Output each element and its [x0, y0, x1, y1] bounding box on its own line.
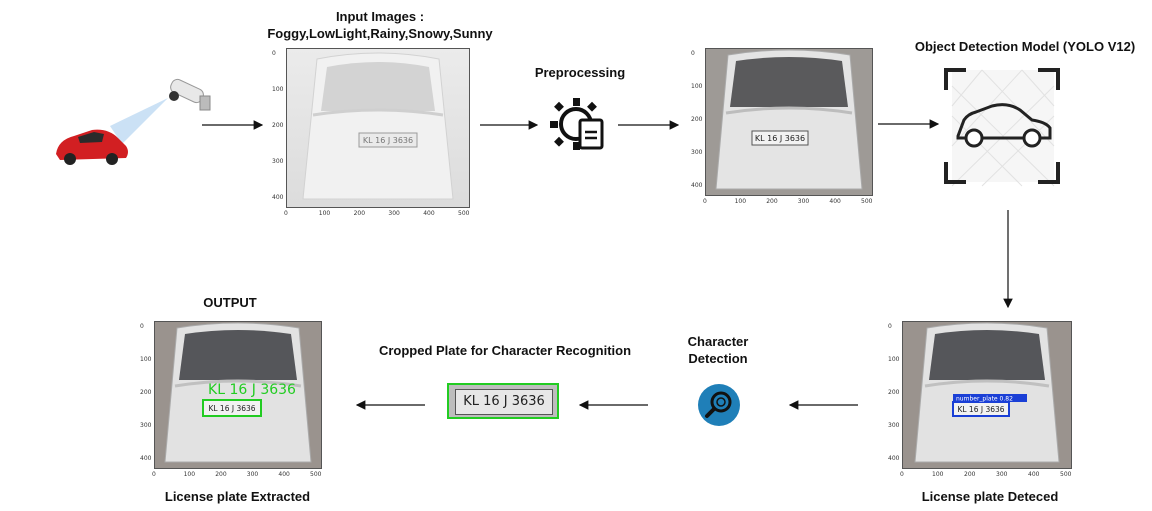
preprocessed-plate-text: KL 16 J 3636 — [755, 134, 805, 143]
camera-scene — [50, 68, 211, 178]
detected-xtick: 100 — [932, 471, 944, 478]
input-xtick: 200 — [353, 210, 366, 217]
preprocessed-ytick: 200 — [691, 116, 703, 123]
detected-ytick: 400 — [888, 455, 900, 462]
cropped-plate-image: KL 16 J 3636 — [447, 383, 559, 419]
output-plate-text: KL 16 J 3636 — [208, 404, 255, 413]
input-ytick: 400 — [272, 194, 284, 201]
output-xtick: 400 — [278, 471, 290, 478]
detected-ytick: 300 — [888, 422, 900, 429]
object-detection-label: Object Detection Model (YOLO V12) — [914, 39, 1136, 54]
output-ytick: 100 — [140, 356, 152, 363]
input-title: Input Images : Foggy,LowLight,Rainy,Snow… — [245, 8, 515, 42]
output-ytick: 0 — [140, 323, 144, 330]
input-xtick: 500 — [458, 210, 470, 217]
search-magnifier-icon — [698, 384, 740, 426]
preprocessed-xtick: 400 — [829, 198, 841, 205]
character-detection-label: Character Detection — [668, 333, 768, 367]
detected-ytick: 100 — [888, 356, 900, 363]
detected-ytick: 200 — [888, 389, 900, 396]
detected-xtick: 0 — [900, 471, 904, 478]
detected-car-image: number_plate 0.82 KL 16 J 3636 — [902, 321, 1072, 469]
preprocessing-label: Preprocessing — [534, 65, 626, 80]
input-xtick: 0 — [284, 210, 288, 217]
preprocessed-car-image: KL 16 J 3636 — [705, 48, 873, 196]
input-image-plot: KL 16 J 3636 0 100 200 300 400 0 100 200 300 400 5… — [270, 48, 475, 223]
cropped-plate-text: KL 16 J 3636 — [455, 389, 553, 415]
output-label: OUTPUT — [203, 295, 257, 310]
preprocessed-ytick: 100 — [691, 83, 703, 90]
preprocessing-gear-icon — [550, 98, 604, 150]
input-xtick: 400 — [423, 210, 435, 217]
input-ytick: 0 — [272, 50, 276, 57]
output-car-image: KL 16 J 3636 KL 16 J 3636 — [154, 321, 322, 469]
character-detection-line1: Character — [687, 334, 749, 349]
character-detection-line2: Detection — [688, 351, 748, 366]
preprocessed-xtick: 300 — [797, 198, 810, 205]
preprocessed-ytick: 0 — [691, 50, 695, 57]
output-xtick: 500 — [310, 471, 322, 478]
preprocessed-xtick: 100 — [734, 198, 747, 205]
output-xtick: 200 — [215, 471, 227, 478]
detected-xtick: 400 — [1028, 471, 1040, 478]
detected-plate-text: KL 16 J 3636 — [957, 405, 1004, 414]
detected-xtick: 300 — [996, 471, 1008, 478]
preprocessed-xtick: 500 — [861, 198, 873, 205]
preprocessed-image-plot: KL 16 J 3636 0 100 200 300 400 0 100 200 300 400 5… — [685, 40, 875, 210]
preprocessed-ytick: 400 — [691, 182, 703, 189]
input-ytick: 300 — [272, 158, 284, 165]
car-detection-icon — [944, 68, 1060, 187]
cctv-camera-icon — [169, 78, 211, 111]
input-plate-text: KL 16 J 3636 — [363, 136, 413, 145]
output-image-plot: KL 16 J 3636 KL 16 J 3636 0 100 200 300 400 0… — [140, 317, 327, 482]
license-extracted-label: License plate Extracted — [164, 489, 311, 504]
detection-label-text: number_plate 0.82 — [956, 396, 1013, 403]
output-ytick: 300 — [140, 422, 152, 429]
input-title-line2: Foggy,LowLight,Rainy,Snowy,Sunny — [267, 26, 493, 41]
license-detected-label: License plate Deteced — [921, 489, 1059, 504]
red-car-icon — [56, 129, 128, 165]
input-title-line1: Input Images : — [335, 9, 425, 24]
camera-beam — [110, 98, 168, 144]
detected-ytick: 0 — [888, 323, 892, 330]
foggy-car-image: KL 16 J 3636 — [286, 48, 470, 208]
input-ytick: 200 — [272, 122, 284, 129]
output-ytick: 200 — [140, 389, 152, 396]
recognized-text: KL 16 J 3636 — [208, 382, 296, 398]
detected-xtick: 500 — [1060, 471, 1072, 478]
output-xtick: 0 — [152, 471, 156, 478]
preprocessed-xtick: 200 — [766, 198, 778, 205]
output-xtick: 300 — [246, 471, 259, 478]
preprocessed-xtick: 0 — [703, 198, 707, 205]
preprocessed-ytick: 300 — [691, 149, 703, 156]
input-xtick: 300 — [388, 210, 400, 217]
detected-xtick: 200 — [964, 471, 976, 478]
output-xtick: 100 — [183, 471, 196, 478]
input-xtick: 100 — [318, 210, 331, 217]
output-ytick: 400 — [140, 455, 152, 462]
cropped-plate-label: Cropped Plate for Character Recognition — [378, 343, 632, 358]
detected-image-plot: number_plate 0.82 KL 16 J 3636 0 100 200 30… — [877, 317, 1075, 482]
input-ytick: 100 — [272, 86, 284, 93]
